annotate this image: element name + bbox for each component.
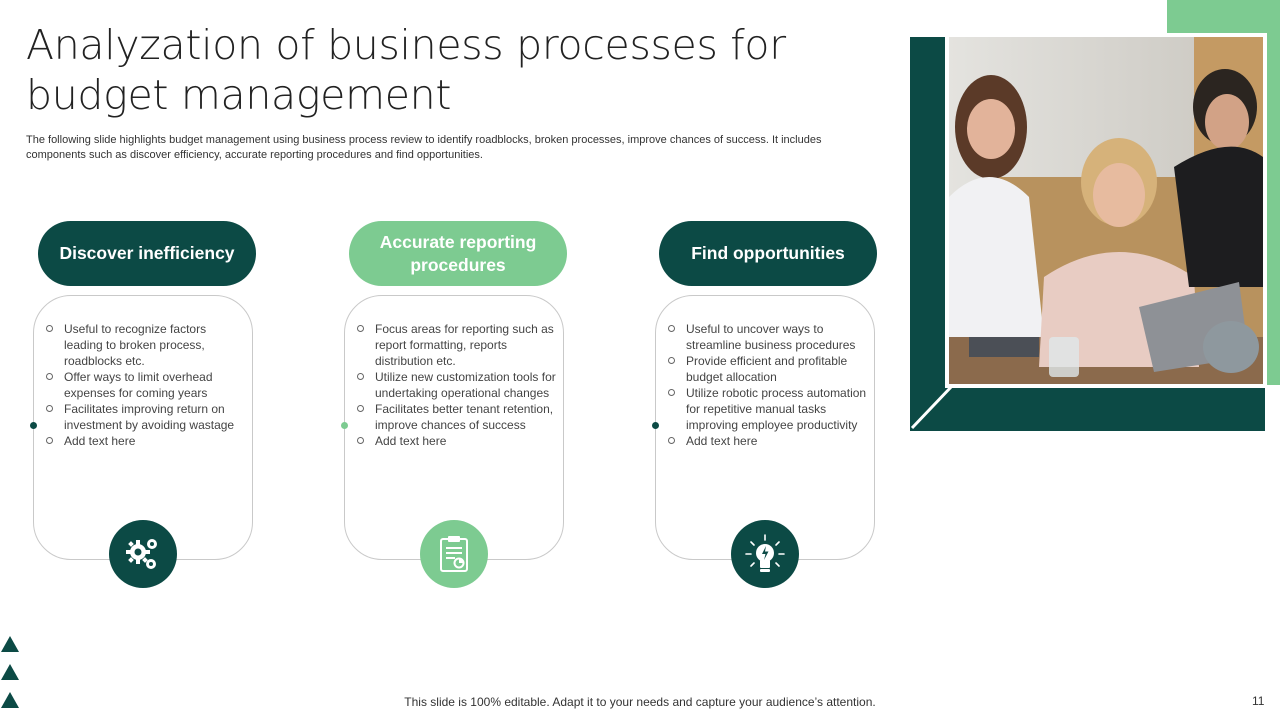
list-item: Offer ways to limit overhead expenses fo… <box>46 369 246 401</box>
bullet-list: Useful to recognize factors leading to b… <box>46 321 246 449</box>
list-item: Provide efficient and profitable budget … <box>668 353 868 385</box>
card-connector-dot <box>30 422 37 429</box>
bullet-list: Focus areas for reporting such as report… <box>357 321 557 449</box>
card-connector-dot <box>341 422 348 429</box>
gears-icon <box>109 520 177 588</box>
bullet-circle-icon <box>668 389 675 396</box>
bullet-circle-icon <box>357 405 364 412</box>
bullet-circle-icon <box>357 373 364 380</box>
slide-subtitle: The following slide highlights budget ma… <box>26 134 822 161</box>
bullet-circle-icon <box>357 437 364 444</box>
list-item: Add text here <box>357 433 557 449</box>
bullet-circle-icon <box>46 373 53 380</box>
frame-diagonal-accent <box>910 384 954 430</box>
idea-bulb-icon <box>731 520 799 588</box>
bullet-circle-icon <box>668 437 675 444</box>
bullet-circle-icon <box>46 325 53 332</box>
bullet-circle-icon <box>46 437 53 444</box>
triangle-arrows-icon <box>1 636 19 708</box>
list-item: Facilitates improving return on investme… <box>46 401 246 433</box>
card-connector-dot <box>652 422 659 429</box>
list-item: Add text here <box>668 433 868 449</box>
list-item: Focus areas for reporting such as report… <box>357 321 557 369</box>
list-item: Utilize new customization tools for unde… <box>357 369 557 401</box>
bullet-circle-icon <box>668 357 675 364</box>
bullet-list: Useful to uncover ways to streamline bus… <box>668 321 868 449</box>
list-item: Utilize robotic process automation for r… <box>668 385 868 433</box>
card-header-accurate-reporting: Accurate reporting procedures <box>349 221 567 286</box>
card-body-accurate-reporting: Focus areas for reporting such as report… <box>341 295 564 560</box>
card-header-discover-inefficiency: Discover inefficiency <box>38 221 256 286</box>
team-meeting-photo <box>949 37 1263 384</box>
page-number: 11 <box>1252 694 1265 708</box>
bullet-circle-icon <box>357 325 364 332</box>
card-body-discover-inefficiency: Useful to recognize factors leading to b… <box>30 295 253 560</box>
report-clipboard-icon <box>420 520 488 588</box>
bullet-circle-icon <box>46 405 53 412</box>
list-item: Add text here <box>46 433 246 449</box>
list-item: Useful to uncover ways to streamline bus… <box>668 321 868 353</box>
card-header-find-opportunities: Find opportunities <box>659 221 877 286</box>
list-item: Facilitates better tenant retention, imp… <box>357 401 557 433</box>
bullet-circle-icon <box>668 325 675 332</box>
slide-title: Analyzation of business processes for bu… <box>26 21 786 119</box>
card-body-find-opportunities: Useful to uncover ways to streamline bus… <box>652 295 875 560</box>
footer-note: This slide is 100% editable. Adapt it to… <box>404 695 876 709</box>
list-item: Useful to recognize factors leading to b… <box>46 321 246 369</box>
